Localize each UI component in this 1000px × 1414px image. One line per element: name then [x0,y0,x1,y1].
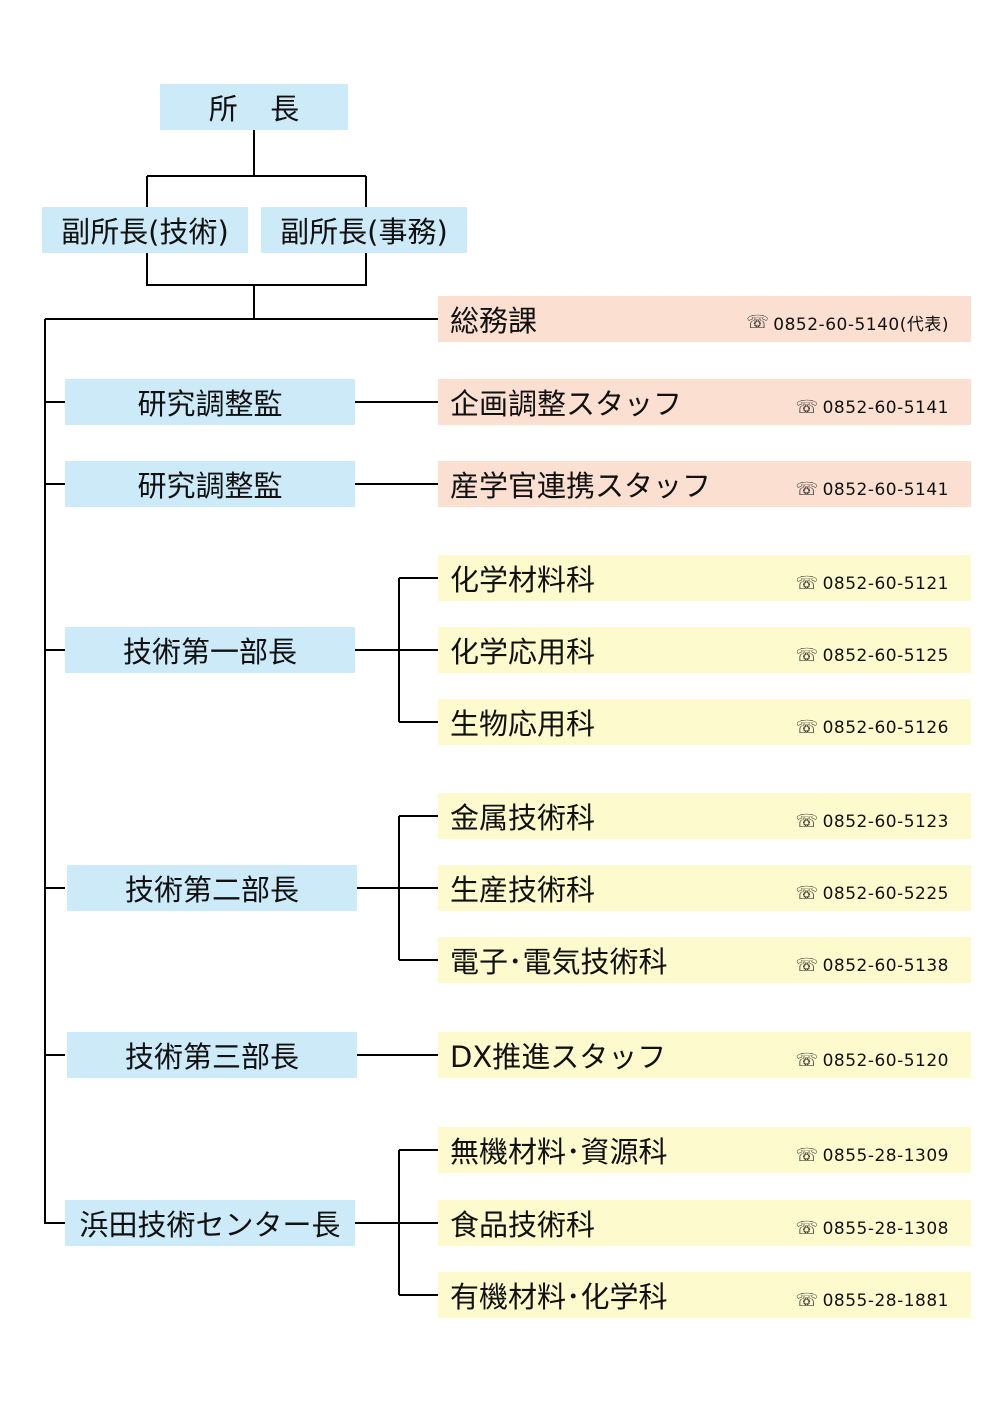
dept-head-label: 研究調整監 [137,387,283,421]
telephone-icon: ☏ [795,883,819,904]
unit-box: DX推進スタッフ ☏0852-60-5120 [438,1032,971,1078]
unit-phone: 0852-60-5126 [822,717,949,738]
unit-phone: 0852-60-5138 [822,955,949,976]
unit-box: 金属技術科 ☏0852-60-5123 [438,793,971,839]
unit-box: 産学官連携スタッフ ☏0852-60-5141 [438,461,971,507]
telephone-icon: ☏ [795,955,819,976]
unit-label: DX推進スタッフ [450,1040,667,1074]
unit-phone: 0855-28-1881 [822,1290,949,1311]
unit-box: 無機材料･資源科 ☏0855-28-1309 [438,1127,971,1173]
telephone-icon: ☏ [795,645,819,666]
dept-head-label: 技術第二部長 [124,873,299,907]
telephone-icon: ☏ [795,1290,819,1311]
unit-label: 化学材料科 [450,563,596,597]
telephone-icon: ☏ [795,397,819,418]
telephone-icon: ☏ [795,1218,819,1239]
telephone-icon: ☏ [795,811,819,832]
unit-box: 有機材料･化学科 ☏0855-28-1881 [438,1272,971,1318]
dept-head-box: 技術第三部長 [67,1032,357,1078]
unit-label: 電子･電気技術科 [450,945,668,979]
general-affairs-box: 総務課 ☏0852-60-5140(代表) [438,296,971,342]
dept-head-box: 技術第一部長 [65,627,355,673]
unit-phone: 0855-28-1308 [822,1218,949,1239]
unit-label: 無機材料･資源科 [450,1135,668,1169]
dept-head-label: 浜田技術センター長 [79,1208,341,1242]
deputy-technical-label: 副所長(技術) [61,215,229,249]
unit-phone: 0852-60-5141 [822,397,949,418]
unit-box: 生物応用科 ☏0852-60-5126 [438,699,971,745]
dept-head-box: 研究調整監 [65,379,355,425]
unit-box: 生産技術科 ☏0852-60-5225 [438,865,971,911]
dept-head-box: 技術第二部長 [67,865,357,911]
unit-phone: 0855-28-1309 [822,1145,949,1166]
dept-head-label: 技術第一部長 [122,635,297,669]
telephone-icon: ☏ [795,1050,819,1071]
telephone-icon: ☏ [795,573,819,594]
telephone-icon: ☏ [795,1145,819,1166]
telephone-icon: ☏ [795,717,819,738]
dept-head-label: 研究調整監 [137,469,283,503]
director-box: 所 長 [160,84,348,130]
general-affairs-label: 総務課 [450,304,538,338]
unit-phone: 0852-60-5225 [822,883,949,904]
dept-head-box: 研究調整監 [65,461,355,507]
unit-box: 化学応用科 ☏0852-60-5125 [438,627,971,673]
unit-label: 生物応用科 [450,707,596,741]
unit-label: 化学応用科 [450,635,596,669]
unit-phone: 0852-60-5141 [822,479,949,500]
telephone-icon: ☏ [746,312,770,333]
dept-head-box: 浜田技術センター長 [65,1200,355,1246]
deputy-admin-box: 副所長(事務) [261,207,467,253]
unit-label: 有機材料･化学科 [450,1280,668,1314]
general-affairs-phone: 0852-60-5140(代表) [773,315,949,335]
unit-phone: 0852-60-5120 [822,1050,949,1071]
unit-label: 金属技術科 [450,801,596,835]
unit-label: 食品技術科 [450,1208,596,1242]
dept-head-label: 技術第三部長 [124,1040,299,1074]
unit-box: 食品技術科 ☏0855-28-1308 [438,1200,971,1246]
deputy-admin-label: 副所長(事務) [280,215,448,249]
unit-phone: 0852-60-5121 [822,573,949,594]
unit-label: 産学官連携スタッフ [450,469,712,503]
unit-phone: 0852-60-5123 [822,811,949,832]
unit-box: 電子･電気技術科 ☏0852-60-5138 [438,937,971,983]
unit-label: 企画調整スタッフ [450,387,683,421]
unit-label: 生産技術科 [450,873,596,907]
unit-box: 化学材料科 ☏0852-60-5121 [438,555,971,601]
unit-box: 企画調整スタッフ ☏0852-60-5141 [438,379,971,425]
director-label: 所 長 [208,92,311,126]
unit-phone: 0852-60-5125 [822,645,949,666]
telephone-icon: ☏ [795,479,819,500]
deputy-technical-box: 副所長(技術) [42,207,248,253]
